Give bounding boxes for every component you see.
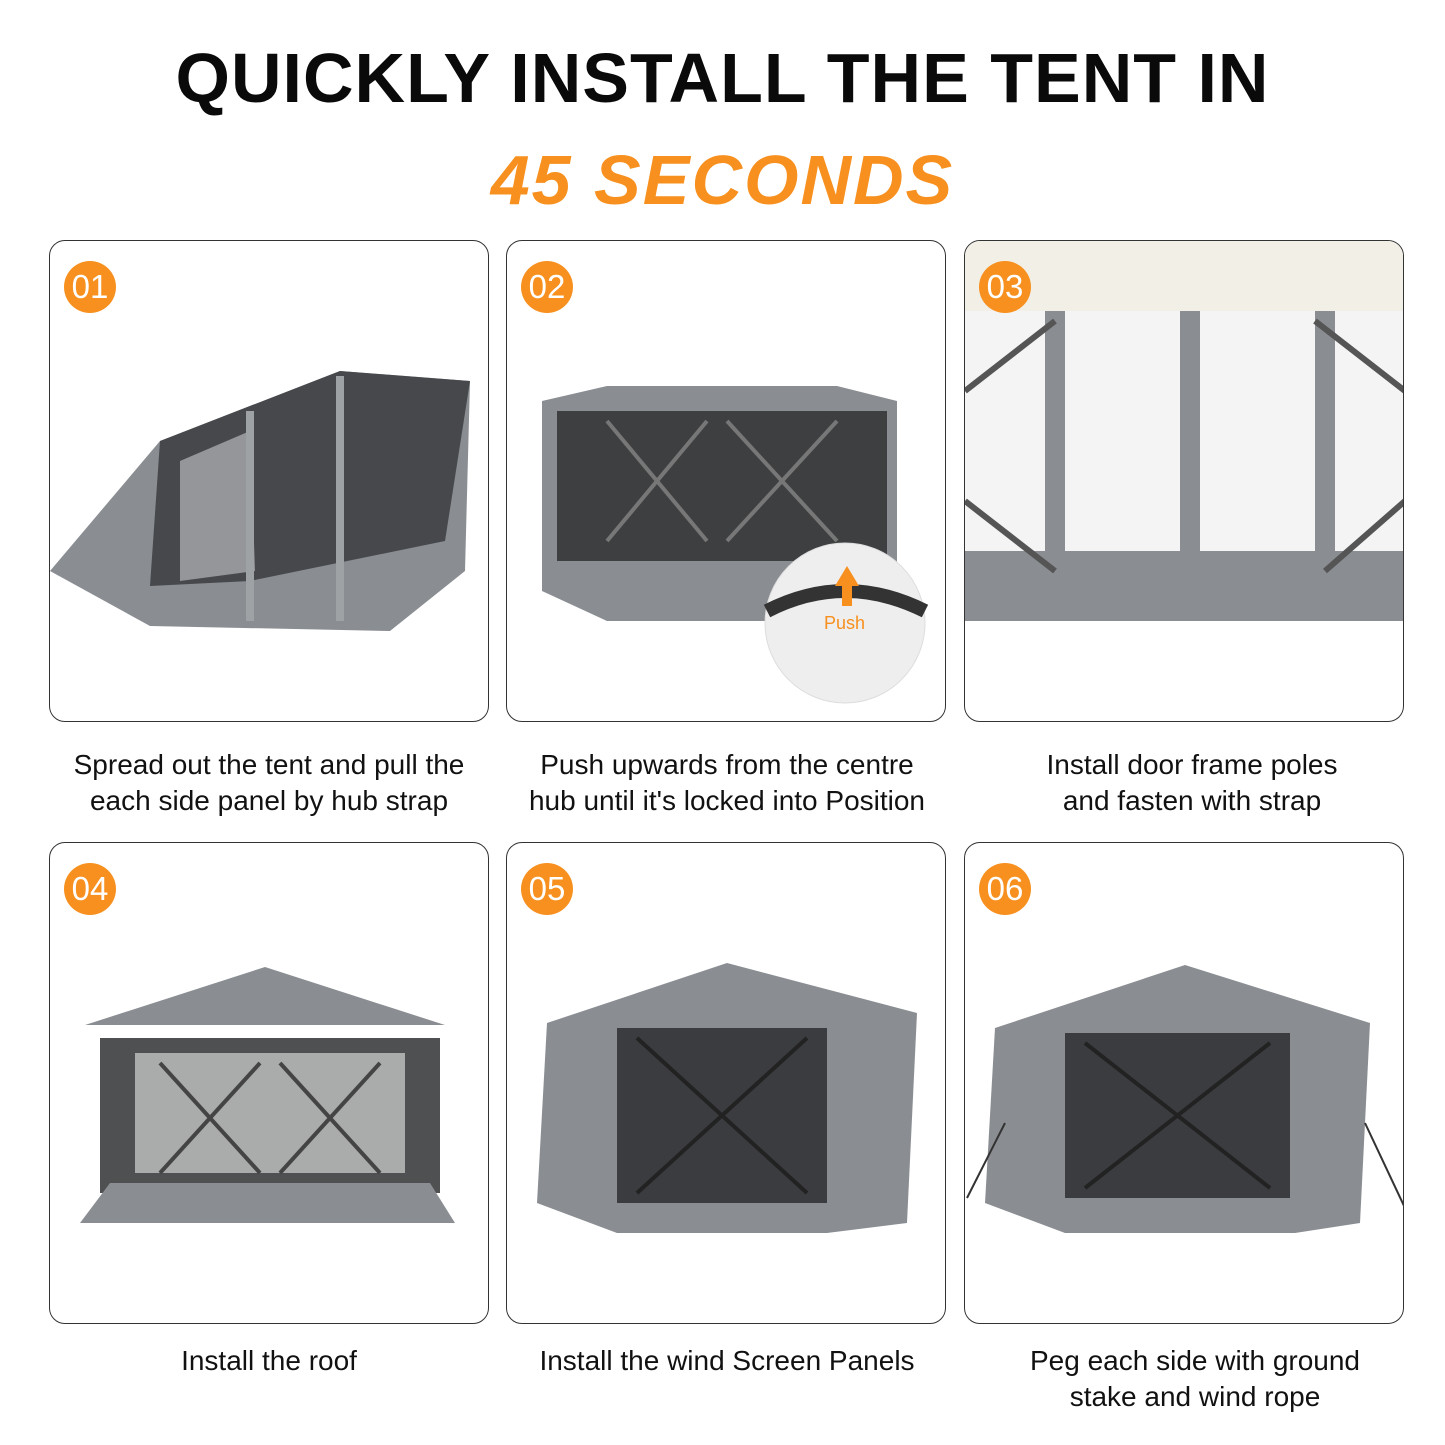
step-caption-2: Push upwards from the centre hub until i… (497, 747, 957, 819)
step-card-5: 05 (506, 842, 946, 1324)
pegged-tent-image (966, 965, 1403, 1233)
step-card-3: 03 (964, 240, 1404, 722)
tent-hub-push-image (542, 386, 929, 704)
step-number-badge: 02 (521, 261, 573, 313)
step-card-2: 02 Push (506, 240, 946, 722)
step-number-badge: 03 (979, 261, 1031, 313)
caption-line: each side panel by hub strap (89, 785, 449, 816)
step-card-6: 06 (964, 842, 1404, 1324)
wind-screen-panels-image (537, 963, 917, 1233)
step-caption-5: Install the wind Screen Panels (497, 1343, 957, 1379)
caption-line: hub until it's locked into Position (528, 785, 926, 816)
caption-line: and fasten with strap (1062, 785, 1322, 816)
headline-highlight: 45 SECONDS (490, 141, 955, 219)
step-card-1: 01 (49, 240, 489, 722)
headline: QUICKLY INSTALL THE TENT IN (175, 39, 1270, 117)
push-label: Push (824, 613, 866, 633)
caption-line: Push upwards from the centre (540, 749, 914, 780)
door-frame-poles-image (965, 241, 1403, 621)
step-caption-1: Spread out the tent and pull the each si… (39, 747, 499, 819)
tent-roof-image (80, 967, 455, 1223)
caption-line: stake and wind rope (1069, 1381, 1321, 1412)
step-caption-4: Install the roof (39, 1343, 499, 1379)
step-number-badge: 04 (64, 863, 116, 915)
step-caption-6: Peg each side with ground stake and wind… (965, 1343, 1425, 1415)
step-number-badge: 05 (521, 863, 573, 915)
caption-line: Spread out the tent and pull the (73, 749, 465, 780)
step-number-badge: 06 (979, 863, 1031, 915)
caption-line: Install the wind Screen Panels (539, 1345, 915, 1376)
step-card-4: 04 (49, 842, 489, 1324)
caption-line: Peg each side with ground (1030, 1345, 1360, 1376)
caption-line: Install door frame poles (1046, 749, 1338, 780)
step-number-badge: 01 (64, 261, 116, 313)
tent-spread-out-image (50, 371, 470, 631)
step-caption-3: Install door frame poles and fasten with… (962, 747, 1422, 819)
caption-line: Install the roof (181, 1345, 357, 1376)
